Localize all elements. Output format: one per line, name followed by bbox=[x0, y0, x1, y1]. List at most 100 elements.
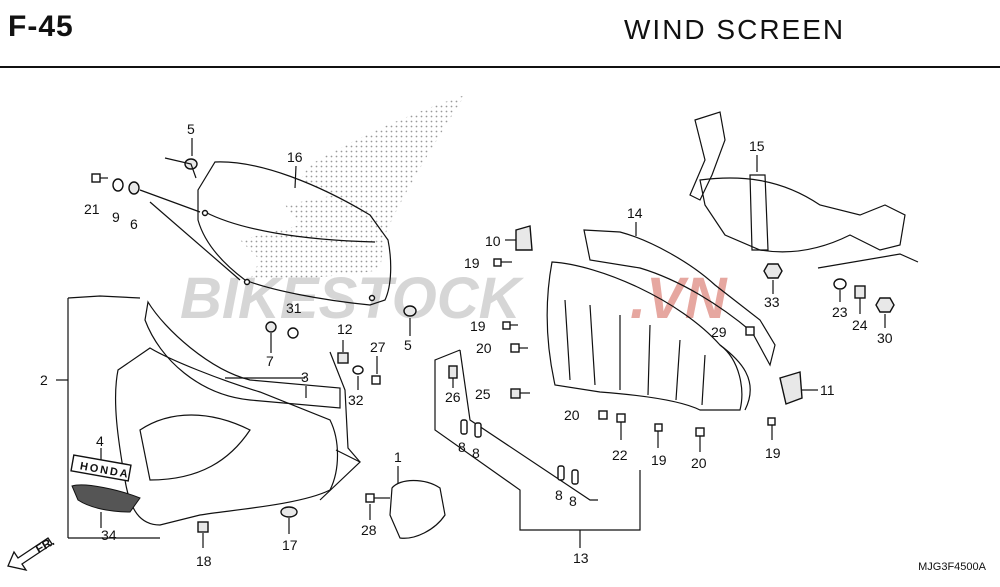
bracket-line bbox=[459, 349, 598, 501]
label-8-b: 8 bbox=[472, 445, 480, 461]
wing-emblem-part bbox=[71, 484, 141, 513]
label-19-a: 19 bbox=[464, 255, 480, 271]
emblem-part bbox=[70, 454, 132, 482]
label-20-b: 20 bbox=[564, 407, 580, 423]
pin-part bbox=[474, 422, 482, 438]
collar-part bbox=[287, 327, 299, 339]
bracket-line bbox=[319, 449, 362, 501]
windscreen-mount-hole bbox=[243, 278, 251, 286]
label-19-d: 19 bbox=[765, 445, 781, 461]
front-cowl-inner bbox=[139, 414, 251, 481]
label-14: 14 bbox=[627, 205, 643, 221]
clip-part bbox=[197, 521, 209, 533]
label-19-c: 19 bbox=[651, 452, 667, 468]
bolt-part bbox=[371, 375, 381, 385]
windscreen-mount-hole bbox=[368, 294, 376, 302]
label-27: 27 bbox=[370, 339, 386, 355]
watermark-text: BIKESTOCK bbox=[180, 266, 525, 331]
label-8-a: 8 bbox=[458, 439, 466, 455]
label-15: 15 bbox=[749, 138, 765, 154]
front-cowl-part bbox=[114, 347, 339, 526]
side-cover-part bbox=[389, 479, 446, 539]
diagram-code: F-45 bbox=[8, 10, 74, 43]
screw-part bbox=[598, 410, 608, 420]
label-8-d: 8 bbox=[569, 493, 577, 509]
windscreen-stay-part bbox=[689, 111, 726, 201]
label-29: 29 bbox=[711, 324, 727, 340]
label-5-top: 5 bbox=[187, 121, 195, 137]
grommet-part bbox=[280, 506, 298, 518]
inner-frame-part bbox=[583, 229, 776, 367]
label-13: 13 bbox=[573, 550, 589, 566]
inner-panel-rib bbox=[564, 299, 706, 406]
label-22: 22 bbox=[612, 447, 628, 463]
label-5-right: 5 bbox=[404, 337, 412, 353]
label-34: 34 bbox=[101, 527, 117, 543]
clip-bracket-part bbox=[515, 225, 533, 251]
windscreen-part bbox=[197, 161, 392, 306]
screw-part bbox=[695, 427, 705, 437]
leader-line bbox=[149, 201, 241, 281]
label-6: 6 bbox=[130, 216, 138, 232]
leader-line bbox=[817, 253, 919, 269]
washer-part bbox=[833, 278, 847, 290]
screw-part bbox=[510, 343, 520, 353]
label-25: 25 bbox=[475, 386, 491, 402]
label-12: 12 bbox=[337, 321, 353, 337]
label-2: 2 bbox=[40, 372, 48, 388]
screw-part bbox=[654, 423, 663, 432]
stay-center-post bbox=[749, 174, 769, 251]
inner-panel-part bbox=[546, 261, 743, 411]
rubber-washer-part bbox=[403, 305, 417, 317]
label-30: 30 bbox=[877, 330, 893, 346]
clip-bracket-part bbox=[779, 371, 803, 405]
reference-code: MJG3F4500A bbox=[918, 561, 986, 573]
bracket-line bbox=[67, 295, 141, 299]
label-26: 26 bbox=[445, 389, 461, 405]
header-divider bbox=[0, 66, 1000, 68]
pin-part bbox=[460, 419, 468, 435]
screw-part bbox=[767, 417, 776, 426]
leader-line bbox=[164, 157, 197, 179]
label-8-c: 8 bbox=[555, 487, 563, 503]
inner-trim-part bbox=[144, 300, 341, 409]
pin-part bbox=[571, 469, 579, 485]
label-23: 23 bbox=[832, 304, 848, 320]
label-9: 9 bbox=[112, 209, 120, 225]
windscreen-stay-part bbox=[699, 177, 906, 253]
collar-part bbox=[854, 285, 866, 299]
label-18: 18 bbox=[196, 553, 212, 569]
nut-part bbox=[337, 352, 349, 364]
label-28: 28 bbox=[361, 522, 377, 538]
screw-part bbox=[493, 258, 502, 267]
bolt-part bbox=[91, 173, 101, 183]
label-1: 1 bbox=[394, 449, 402, 465]
label-24: 24 bbox=[852, 317, 868, 333]
washer-part bbox=[112, 178, 124, 192]
screw-part bbox=[510, 388, 521, 399]
diagram-title: WIND SCREEN bbox=[624, 14, 846, 45]
bracket-line bbox=[329, 351, 361, 463]
nut-part bbox=[763, 263, 783, 279]
leader-line bbox=[139, 189, 201, 213]
windscreen-mount-hole bbox=[201, 209, 209, 217]
label-33: 33 bbox=[764, 294, 780, 310]
label-10: 10 bbox=[485, 233, 501, 249]
label-4: 4 bbox=[96, 433, 104, 449]
label-20-a: 20 bbox=[476, 340, 492, 356]
label-20-c: 20 bbox=[691, 455, 707, 471]
nut-part bbox=[875, 297, 895, 313]
grommet-part bbox=[265, 321, 277, 333]
front-direction-arrow bbox=[7, 537, 53, 571]
screw-part bbox=[616, 413, 626, 423]
label-32: 32 bbox=[348, 392, 364, 408]
pin-part bbox=[557, 465, 565, 481]
screw-part bbox=[745, 326, 755, 336]
screw-part bbox=[502, 321, 511, 330]
collar-part bbox=[128, 181, 140, 195]
washer-part bbox=[352, 365, 364, 375]
label-7: 7 bbox=[266, 353, 274, 369]
windscreen-shading bbox=[240, 95, 465, 280]
